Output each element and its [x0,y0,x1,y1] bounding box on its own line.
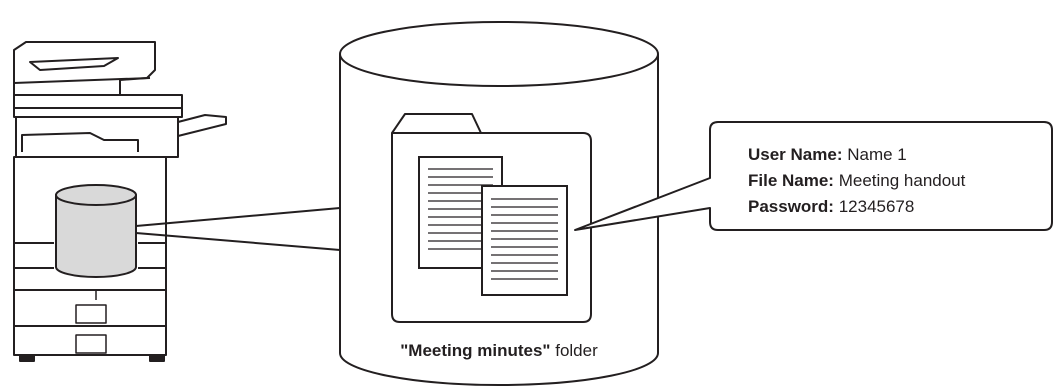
printer-scanner [13,94,183,118]
user-name-label: User Name: [748,145,843,164]
document-pages [418,156,568,296]
internal-storage-cylinder [55,194,137,278]
zoom-lines [135,207,341,251]
printer-output-tray [177,114,227,137]
password-label: Password: [748,197,834,216]
drawer-handle-1 [75,304,107,324]
folder-caption: "Meeting minutes" folder [400,341,598,360]
printer-feeder [13,41,156,96]
callout-bubble [574,121,1053,231]
printer-illustration [13,41,227,362]
user-name-value: Name 1 [843,145,907,164]
drawer-handle-2 [75,334,107,354]
user-name-line: User Name: Name 1 [748,145,907,164]
folder-suffix: folder [551,341,599,360]
password-line: Password: 12345678 [748,197,914,216]
folder-name: "Meeting minutes" [400,341,550,360]
password-value: 12345678 [834,197,914,216]
file-name-value: Meeting handout [834,171,966,190]
file-name-label: File Name: [748,171,834,190]
file-name-line: File Name: Meeting handout [748,171,966,190]
document-page-front [481,185,568,296]
callout-text: User Name: Name 1 File Name: Meeting han… [748,145,966,216]
